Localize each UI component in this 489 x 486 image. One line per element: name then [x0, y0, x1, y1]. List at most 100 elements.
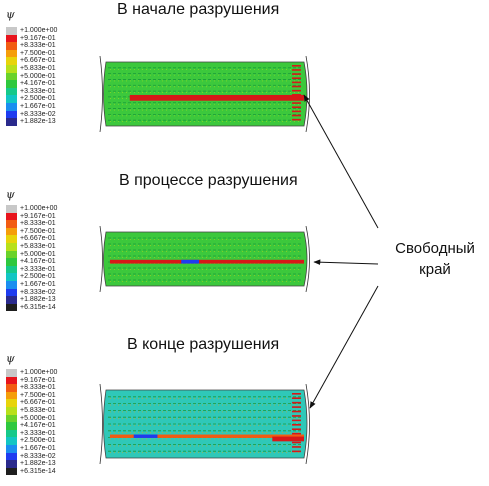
legend-entry: +8.333e-01 [6, 384, 76, 392]
legend-value: +6.315e-14 [20, 467, 56, 475]
simulation-field [99, 226, 310, 292]
legend-swatch [6, 384, 17, 392]
legend-entry: +9.167e-01 [6, 34, 76, 43]
legend-swatch [6, 235, 17, 243]
legend-value: +2.500e-01 [20, 273, 56, 281]
legend-swatch [6, 422, 17, 430]
legend-value: +9.167e-01 [20, 212, 56, 220]
legend-entry: +6.315e-14 [6, 303, 76, 312]
color-legend-2: +1.000e+00+9.167e-01+8.333e-01+7.500e-01… [6, 205, 76, 312]
legend-entry: +9.167e-01 [6, 376, 76, 385]
legend-entry: +6.667e-01 [6, 235, 76, 243]
legend-entry: +4.167e-01 [6, 80, 76, 88]
legend-entry: +1.000e+00 [6, 369, 76, 377]
legend-value: +9.167e-01 [20, 376, 56, 384]
legend-value: +2.500e-01 [20, 95, 56, 103]
legend-value: +5.833e-01 [20, 242, 56, 250]
legend-value: +8.333e-02 [20, 452, 56, 460]
legend-swatch [6, 205, 17, 213]
legend-value: +1.000e+00 [20, 369, 58, 376]
legend-value: +1.000e+00 [20, 205, 58, 212]
legend-entry: +3.333e-01 [6, 87, 76, 96]
legend-entry: +8.333e-01 [6, 220, 76, 228]
simulation-strip-3 [98, 384, 314, 464]
legend-swatch [6, 460, 17, 468]
legend-value: +5.000e-01 [20, 414, 56, 422]
panel-title-2: В процессе разрушения [119, 172, 298, 189]
legend-entry: +1.000e+00 [6, 205, 76, 213]
legend-value: +8.333e-01 [20, 220, 56, 228]
legend-value: +1.882e-13 [20, 460, 56, 468]
legend-entry: +1.882e-13 [6, 118, 76, 126]
legend-value: +9.167e-01 [20, 34, 56, 42]
legend-swatch [6, 95, 17, 103]
legend-value: +1.882e-13 [20, 296, 56, 304]
legend-swatch [6, 42, 17, 50]
legend-value: +6.315e-14 [20, 303, 56, 311]
legend-swatch [6, 303, 17, 312]
legend-entry: +5.000e-01 [6, 250, 76, 259]
legend-entry: +3.333e-01 [6, 429, 76, 438]
legend-swatch [6, 406, 17, 415]
legend-symbol-2: ψ [6, 188, 15, 201]
legend-entry: +9.167e-01 [6, 212, 76, 221]
legend-entry: +5.833e-01 [6, 406, 76, 415]
legend-value: +1.667e-01 [20, 280, 56, 288]
legend-symbol-3: ψ [6, 352, 15, 365]
legend-entry: +7.500e-01 [6, 227, 76, 236]
color-legend-3: +1.000e+00+9.167e-01+8.333e-01+7.500e-01… [6, 369, 76, 476]
legend-symbol-1: ψ [6, 8, 15, 21]
legend-swatch [6, 72, 17, 81]
legend-value: +7.500e-01 [20, 49, 56, 57]
legend-swatch [6, 87, 17, 96]
legend-value: +4.167e-01 [20, 258, 56, 266]
legend-swatch [6, 437, 17, 445]
legend-swatch [6, 273, 17, 281]
legend-swatch [6, 242, 17, 251]
simulation-strip-2 [98, 226, 314, 292]
legend-entry: +5.000e-01 [6, 414, 76, 423]
legend-swatch [6, 80, 17, 88]
legend-entry: +2.500e-01 [6, 95, 76, 103]
free-edge-label-line-2: край [419, 261, 451, 278]
legend-value: +3.333e-01 [20, 265, 56, 273]
legend-swatch [6, 467, 17, 476]
legend-value: +2.500e-01 [20, 437, 56, 445]
legend-value: +6.667e-01 [20, 235, 56, 243]
color-legend-1: +1.000e+00+9.167e-01+8.333e-01+7.500e-01… [6, 27, 76, 126]
legend-value: +1.000e+00 [20, 27, 58, 34]
legend-swatch [6, 227, 17, 236]
legend-entry: +7.500e-01 [6, 49, 76, 58]
legend-value: +1.882e-13 [20, 118, 56, 126]
legend-value: +6.667e-01 [20, 57, 56, 65]
legend-swatch [6, 110, 17, 119]
legend-entry: +2.500e-01 [6, 437, 76, 445]
legend-entry: +1.882e-13 [6, 296, 76, 304]
legend-swatch [6, 369, 17, 377]
legend-value: +3.333e-01 [20, 87, 56, 95]
legend-entry: +1.667e-01 [6, 280, 76, 289]
legend-entry: +8.333e-02 [6, 288, 76, 297]
legend-value: +1.667e-01 [20, 102, 56, 110]
legend-entry: +1.000e+00 [6, 27, 76, 35]
legend-swatch [6, 391, 17, 400]
legend-value: +5.000e-01 [20, 72, 56, 80]
legend-value: +8.333e-01 [20, 384, 56, 392]
legend-swatch [6, 27, 17, 35]
legend-entry: +6.667e-01 [6, 399, 76, 407]
legend-swatch [6, 288, 17, 297]
legend-swatch [6, 118, 17, 126]
arrow-to-free-edge-middle [313, 259, 379, 265]
legend-value: +7.500e-01 [20, 391, 56, 399]
panel-title-3: В конце разрушения [127, 336, 280, 353]
legend-value: +3.333e-01 [20, 429, 56, 437]
legend-entry: +4.167e-01 [6, 258, 76, 266]
legend-entry: +1.882e-13 [6, 460, 76, 468]
legend-entry: +6.667e-01 [6, 57, 76, 65]
legend-swatch [6, 280, 17, 289]
simulation-strip-1 [98, 56, 314, 132]
legend-swatch [6, 399, 17, 407]
legend-value: +5.833e-01 [20, 406, 56, 414]
legend-swatch [6, 212, 17, 221]
legend-entry: +3.333e-01 [6, 265, 76, 274]
